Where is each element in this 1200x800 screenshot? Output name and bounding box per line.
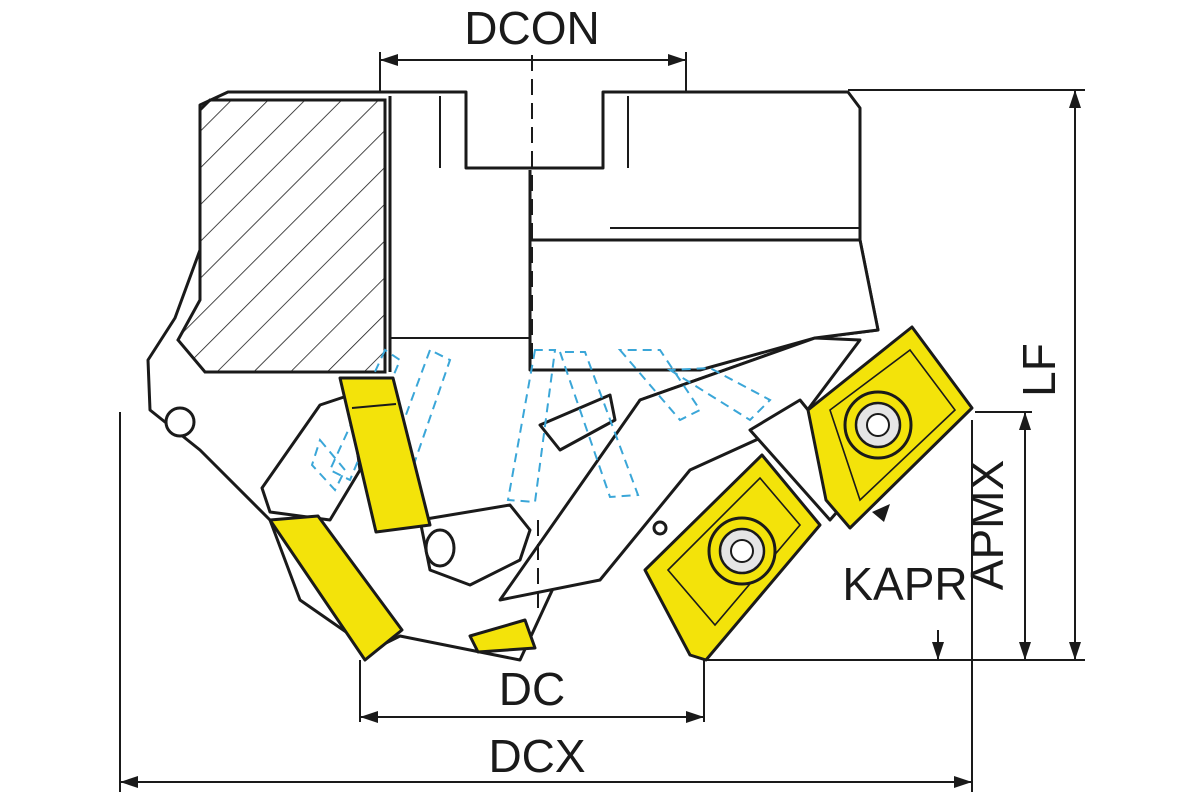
- dcon-label: DCON: [464, 2, 599, 54]
- dimension-lines: [119, 52, 1085, 792]
- wedge-body: [538, 393, 617, 452]
- insert-right-upper: [806, 325, 974, 530]
- screw-hole-center: [424, 528, 456, 568]
- dimension-arrows: [120, 54, 1081, 788]
- lf-label: LF: [1013, 343, 1065, 397]
- insert-left-upper: [338, 376, 432, 534]
- dc-label: DC: [499, 663, 565, 715]
- side-screw: [164, 406, 196, 438]
- kapr-label: KAPR: [842, 558, 967, 610]
- section-hatch: [176, 98, 387, 374]
- coolant-hole: [652, 520, 668, 536]
- flute-face: [498, 336, 862, 602]
- insert-left-lower: [268, 514, 404, 662]
- apmx-label: APMX: [961, 460, 1013, 590]
- insert-bottom: [468, 618, 537, 654]
- insert-right-lower: [643, 453, 822, 662]
- dcx-label: DCX: [488, 730, 585, 782]
